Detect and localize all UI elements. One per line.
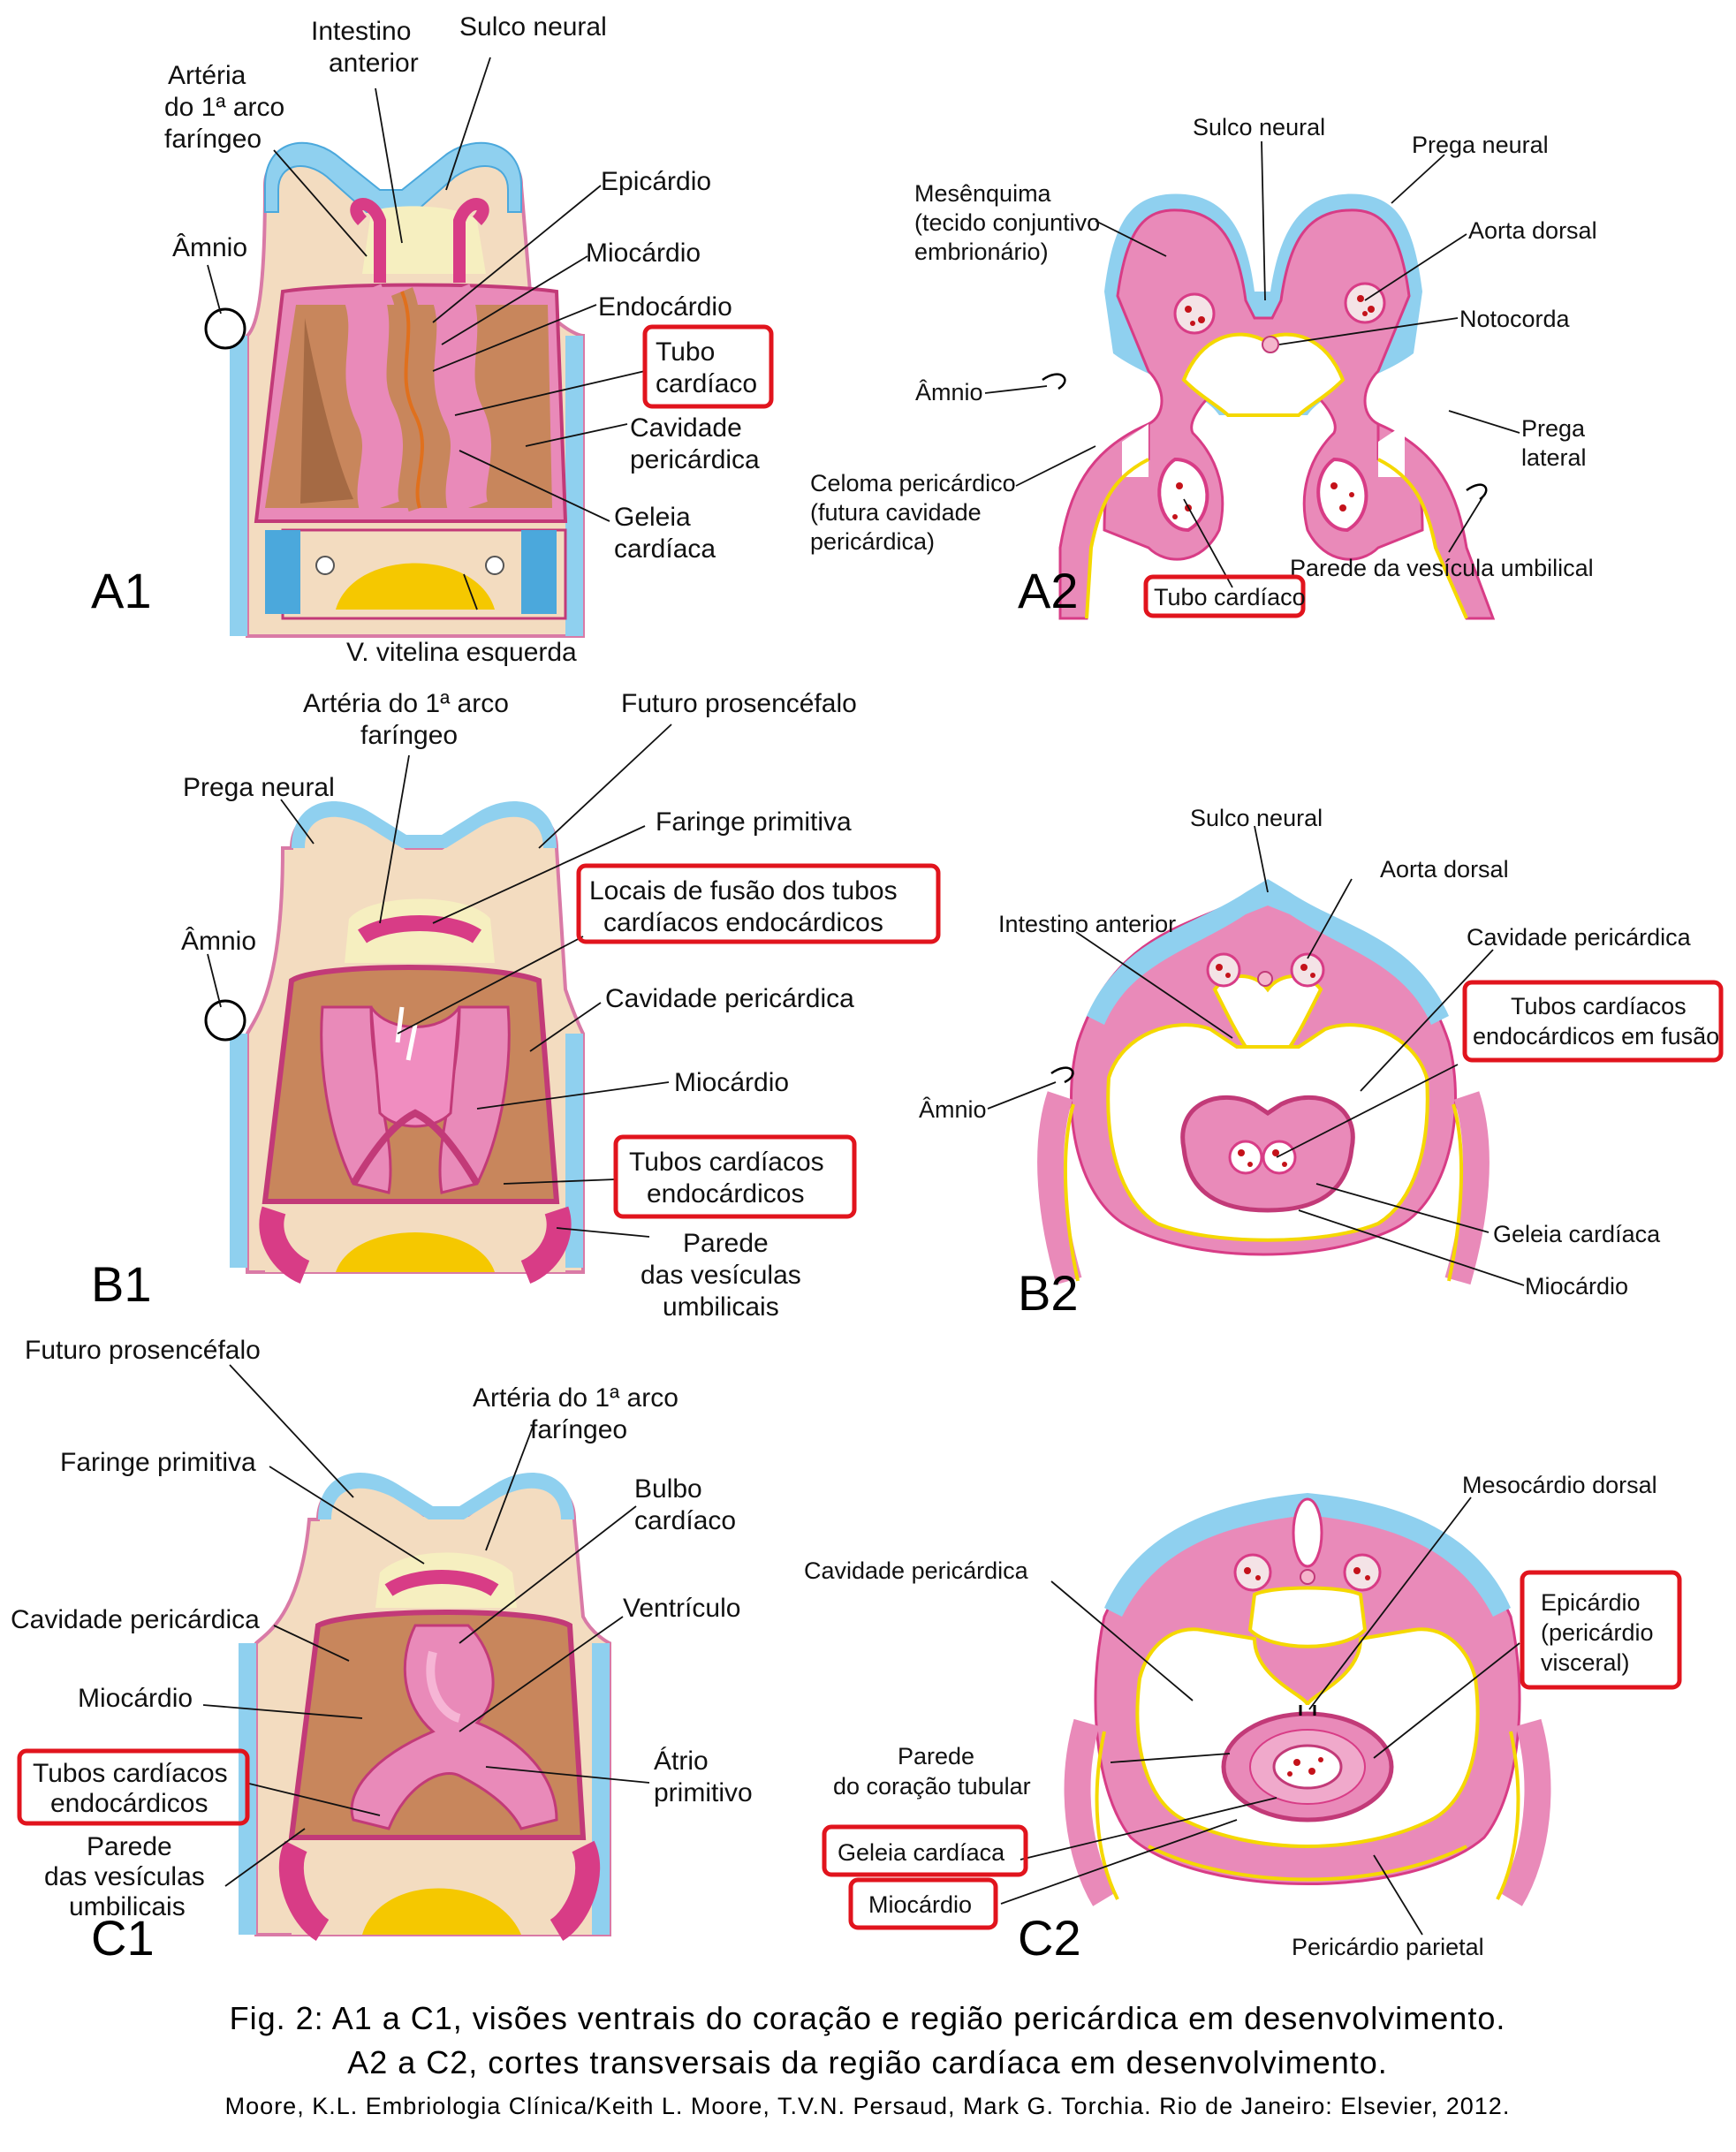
c2-highlight-miocardio — [848, 1877, 998, 1930]
a1-label-amnio: Âmnio — [172, 233, 247, 262]
figure-caption: Fig. 2: A1 a C1, visões ventrais do cora… — [225, 2000, 1511, 2119]
c2-label-parede-coracao: Parede do coração tubular — [833, 1743, 1031, 1800]
b2-label-aorta-dorsal: Aorta dorsal — [1380, 856, 1509, 883]
b1-label-faringe-primitiva: Faringe primitiva — [656, 807, 852, 837]
b2-label-miocardio: Miocárdio — [1525, 1273, 1628, 1300]
panel-id-b2: B2 — [1018, 1265, 1079, 1321]
b1-label-prega-neural: Prega neural — [183, 773, 335, 802]
panel-c1-leaders — [202, 1364, 650, 1887]
panel-id-c1: C1 — [91, 1910, 155, 1966]
a2-label-aorta-dorsal: Aorta dorsal — [1468, 217, 1597, 244]
c1-label-atrio-primitivo: Átrio primitivo — [654, 1747, 753, 1807]
c1-label-arteria-arco: Artéria do 1ª arco faríngeo — [473, 1383, 686, 1444]
a1-label-geleia-cardiaca: Geleia cardíaca — [614, 503, 716, 564]
panel-b2-leaders — [987, 825, 1525, 1286]
c2-label-cavidade-pericardica: Cavidade pericárdica — [804, 1557, 1029, 1584]
c1-label-futuro-prosencefalo: Futuro prosencéfalo — [25, 1336, 261, 1365]
panel-a1-illustration — [204, 141, 585, 638]
b1-label-futuro-prosencefalo: Futuro prosencéfalo — [621, 689, 857, 718]
caption-line-2: A2 a C2, cortes transversais da região c… — [347, 2044, 1388, 2080]
panel-c2-labels: Mesocárdio dorsal Cavidade pericárdica E… — [804, 1472, 1682, 1966]
a2-label-mesenquima: Mesênquima (tecido conjuntivo embrionári… — [914, 180, 1107, 265]
a2-highlight-tubo-cardiaco — [1143, 574, 1306, 618]
a1-label-endocardio: Endocárdio — [598, 292, 732, 322]
c1-label-cavidade-pericardica: Cavidade pericárdica — [11, 1605, 260, 1634]
a2-label-notocorda: Notocorda — [1459, 306, 1571, 332]
c2-label-geleia-cardiaca: Geleia cardíaca — [838, 1839, 1005, 1866]
a1-label-epicardio: Epicárdio — [601, 167, 711, 196]
c2-label-epicardio: Epicárdio (pericárdio visceral) — [1541, 1589, 1660, 1676]
c2-label-pericardio-parietal: Pericárdio parietal — [1292, 1934, 1484, 1960]
c2-highlight-epicardio — [1520, 1570, 1682, 1690]
c1-label-bulbo-cardiaco: Bulbo cardíaco — [634, 1474, 736, 1535]
a1-label-intestino-anterior: Intestino anterior — [311, 17, 419, 78]
a2-label-amnio: Âmnio — [915, 378, 983, 405]
panel-a2-illustration — [1042, 193, 1496, 620]
panel-a1-leaders — [207, 57, 646, 610]
a2-label-celoma: Celoma pericárdico (futura cavidade peri… — [810, 470, 1022, 555]
panel-b1-leaders — [207, 724, 672, 1238]
b2-highlight-tubos-fusao — [1462, 980, 1724, 1063]
caption-line-3: Moore, K.L. Embriologia Clínica/Keith L.… — [225, 2093, 1511, 2119]
c2-label-miocardio: Miocárdio — [868, 1891, 972, 1918]
a1-label-cavidade-pericardica: Cavidade pericárdica — [630, 413, 760, 474]
b1-label-arteria-arco: Artéria do 1ª arco faríngeo — [303, 689, 516, 750]
panel-id-c2: C2 — [1018, 1910, 1081, 1966]
panel-c2-leaders — [1000, 1497, 1520, 1936]
panel-a2-leaders — [984, 140, 1520, 588]
b2-label-cavidade-pericardica: Cavidade pericárdica — [1467, 924, 1692, 951]
c2-highlight-geleia-cardiaca — [822, 1824, 1028, 1877]
b1-label-amnio: Âmnio — [181, 927, 256, 956]
a1-label-tubo-cardiaco: Tubo cardíaco — [656, 337, 757, 398]
panel-b1-labels: Artéria do 1ª arco faríngeo Futuro prose… — [91, 689, 941, 1322]
panel-id-a1: A1 — [91, 563, 152, 618]
a2-label-parede-vesicula: Parede da vesícula umbilical — [1290, 555, 1594, 581]
panel-a2-labels: Sulco neural Prega neural Mesênquima (te… — [810, 114, 1597, 618]
b1-label-locais-fusao: Locais de fusão dos tubos cardíacos endo… — [589, 876, 905, 937]
b1-label-cavidade-pericardica: Cavidade pericárdica — [605, 984, 854, 1013]
c1-label-miocardio: Miocárdio — [78, 1684, 193, 1713]
b2-label-sulco-neural: Sulco neural — [1190, 805, 1323, 831]
a2-label-tubo-cardiaco: Tubo cardíaco — [1154, 584, 1306, 610]
a1-label-sulco-neural: Sulco neural — [459, 12, 607, 42]
a1-label-arteria-arco: Artéria do 1ª arco faríngeo — [164, 61, 292, 154]
panel-id-b1: B1 — [91, 1256, 152, 1312]
a1-highlight-tubo-cardiaco — [642, 324, 774, 409]
panel-b1-illustration — [204, 801, 585, 1284]
b2-label-tubos-fusao: Tubos cardíacos endocárdicos em fusão — [1473, 993, 1719, 1049]
a1-label-v-vitelina: V. vitelina esquerda — [346, 638, 577, 667]
c1-highlight-tubos-endocardicos — [17, 1748, 250, 1826]
b2-label-amnio: Âmnio — [919, 1095, 987, 1123]
c1-label-ventriculo: Ventrículo — [623, 1594, 740, 1623]
c1-label-faringe-primitiva: Faringe primitiva — [60, 1448, 256, 1477]
caption-line-1: Fig. 2: A1 a C1, visões ventrais do cora… — [230, 2000, 1506, 2036]
panel-c2-illustration — [1064, 1493, 1551, 1906]
b1-label-parede-vesiculas: Parede das vesículas umbilicais — [641, 1229, 808, 1322]
b2-label-intestino-anterior: Intestino anterior — [998, 911, 1176, 937]
a2-label-prega-neural: Prega neural — [1412, 132, 1549, 158]
panel-id-a2: A2 — [1018, 563, 1079, 618]
panel-a1-labels: Sulco neural Intestino anterior Artéria … — [91, 12, 774, 667]
panel-b2-illustration — [1037, 879, 1490, 1285]
b1-label-tubos-endocardicos: Tubos cardíacos endocárdicos — [629, 1148, 831, 1209]
c1-label-tubos-endocardicos: Tubos cardíacos endocárdicos — [33, 1759, 235, 1818]
panel-c1-illustration — [239, 1473, 611, 1941]
b1-label-miocardio: Miocárdio — [674, 1068, 789, 1097]
panel-b2-labels: Sulco neural Aorta dorsal Intestino ante… — [919, 805, 1724, 1321]
b1-highlight-locais-fusao — [576, 863, 941, 944]
c1-label-parede-vesiculas: Parede das vesículas umbilicais — [44, 1832, 212, 1921]
a1-label-miocardio: Miocárdio — [586, 239, 701, 268]
b1-highlight-tubos-endocardicos — [613, 1134, 857, 1219]
a2-label-sulco-neural: Sulco neural — [1193, 114, 1325, 140]
c2-label-mesocardio-dorsal: Mesocárdio dorsal — [1462, 1472, 1657, 1498]
panel-c1-labels: Futuro prosencéfalo Artéria do 1ª arco f… — [11, 1336, 753, 1966]
a2-label-prega-lateral: Prega lateral — [1521, 415, 1592, 471]
b2-label-geleia-cardiaca: Geleia cardíaca — [1493, 1221, 1661, 1247]
